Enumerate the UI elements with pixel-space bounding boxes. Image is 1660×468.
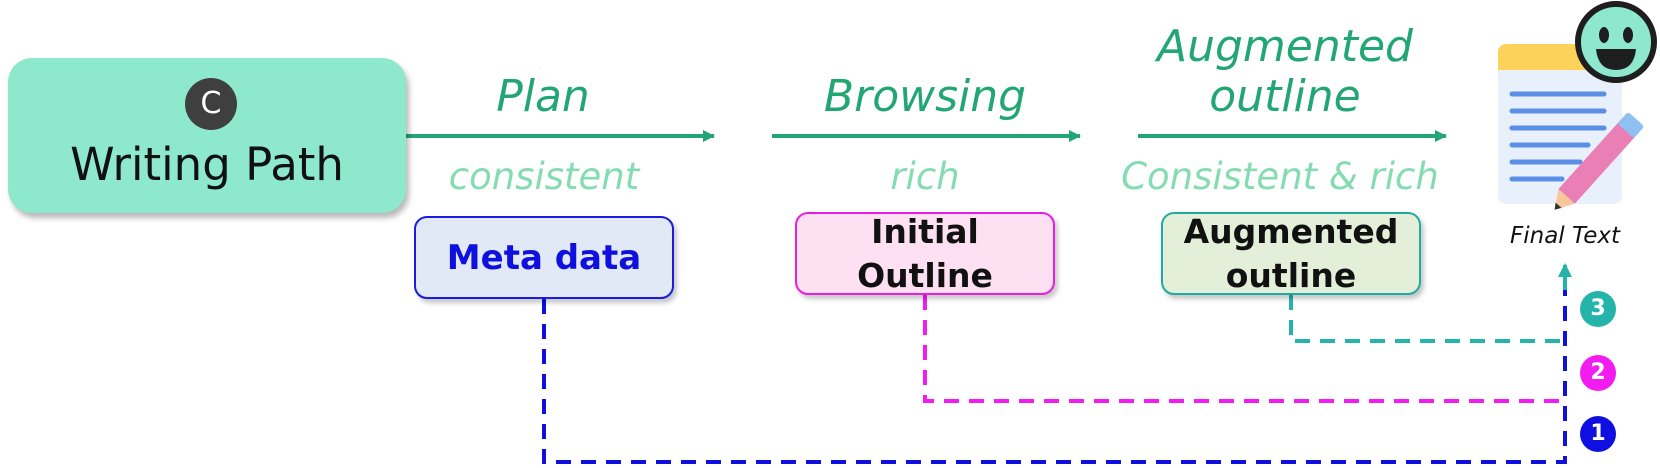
notepad-with-pencil-icon: [1498, 44, 1644, 210]
dashed-path-1: [542, 280, 1567, 464]
path-number-1: 1: [1580, 416, 1616, 452]
c-badge-icon: C: [185, 78, 237, 130]
stage-subtitle-browsing: rich: [890, 155, 960, 198]
writing-path-title: Writing Path: [70, 138, 344, 191]
grinning-face-icon: [1575, 1, 1657, 83]
stage-subtitle-augmented: Consistent & rich: [1121, 155, 1439, 198]
writing-path-box: C Writing Path: [8, 58, 406, 213]
stage-title-plan: Plan: [496, 71, 590, 122]
stage-subtitle-plan: consistent: [448, 155, 640, 198]
dashed-path-2: [923, 295, 1565, 403]
final-text-label: Final Text: [1510, 223, 1620, 249]
stage-title-browsing: Browsing: [823, 71, 1027, 122]
path-number-3: 3: [1580, 291, 1616, 327]
dashed-path-3: [1289, 295, 1565, 343]
node-meta-data: Meta data: [414, 216, 674, 299]
path-number-2: 2: [1580, 355, 1616, 391]
